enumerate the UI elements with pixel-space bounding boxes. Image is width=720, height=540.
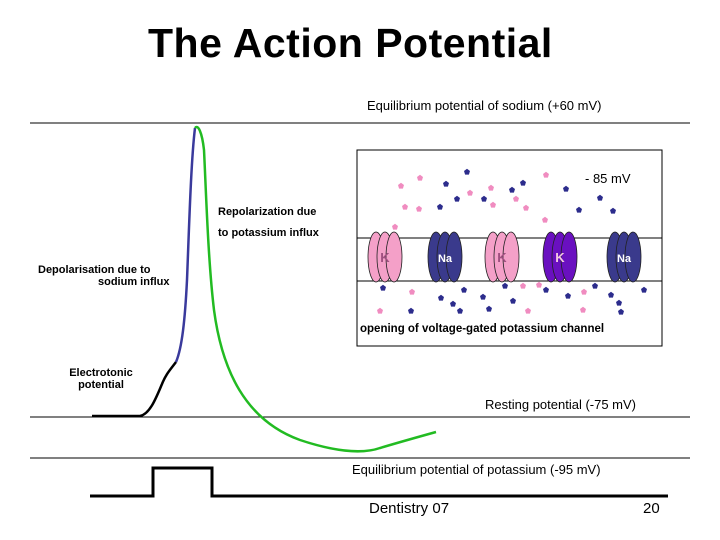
ion-particles [377,168,647,315]
potassium-ion [523,204,529,211]
sodium-ion [480,293,486,300]
potassium-ion [398,182,404,189]
footer-text: Dentistry 07 [369,500,450,517]
potassium-ion [488,184,494,191]
sodium-ion [437,203,443,210]
repolarization-label: Repolarization due to potassium influx [218,206,319,239]
sodium-ion [457,307,463,314]
channel-label: Na [617,253,632,265]
potassium-ion [377,307,383,314]
potassium-equilibrium-label: Equilibrium potential of potassium (-95 … [352,462,601,477]
sodium-ion [610,207,616,214]
channel-label: K [555,250,565,265]
sodium-ion [616,299,622,306]
sodium-ion [486,305,492,312]
sodium-ion [461,286,467,293]
potassium-ion [543,171,549,178]
sodium-ion [597,194,603,201]
sodium-ion [510,297,516,304]
sodium-ion [565,292,571,299]
sodium-ion [509,186,515,193]
sodium-ion [443,180,449,187]
potassium-ion [417,174,423,181]
sodium-ion [618,308,624,315]
potassium-ion [392,223,398,230]
channel-label: Na [438,253,453,265]
channel-3-potassium: K [484,231,520,283]
sodium-ion [608,291,614,298]
potassium-ion [490,201,496,208]
sodium-ion [454,195,460,202]
sodium-ion [502,282,508,289]
electrotonic-trace [92,361,177,418]
electrotonic-label: Electrotonic potential [69,367,133,391]
sodium-equilibrium-label: Equilibrium potential of sodium (+60 mV) [367,98,602,113]
sodium-ion [408,307,414,314]
sodium-ion [450,300,456,307]
stimulus-trace [90,466,668,498]
sodium-ion [481,195,487,202]
sodium-ion [464,168,470,175]
potassium-ion [581,288,587,295]
channel-1-potassium: K [367,231,403,283]
depolarisation-trace [174,127,197,363]
resting-potential-label: Resting potential (-75 mV) [485,397,637,412]
slide-title: The Action Potential [148,20,553,66]
potassium-ion [409,288,415,295]
potassium-ion [536,281,542,288]
sodium-ion [438,294,444,301]
potassium-ion [513,195,519,202]
sodium-ion [543,286,549,293]
channel-5-sodium: Na [606,231,642,283]
ion-channels: K Na K K Na [367,231,642,283]
sodium-ion [576,206,582,213]
page-number: 20 [643,500,660,517]
sodium-ion [520,179,526,186]
potassium-ion [520,282,526,289]
depolarisation-label: Depolarisation due to sodium influx [38,264,170,288]
inset-caption: opening of voltage-gated potassium chann… [360,323,605,335]
sodium-ion [380,284,386,291]
potassium-ion [542,216,548,223]
sodium-ion [563,185,569,192]
potassium-ion [580,306,586,313]
inset-voltage-label: - 85 mV [585,171,631,186]
repolarisation-trace [194,125,437,453]
potassium-ion [467,189,473,196]
sodium-ion [592,282,598,289]
potassium-ion [402,203,408,210]
sodium-ion [641,286,647,293]
channel-label: K [380,250,390,265]
channel-4-potassium-open: K [542,231,578,283]
channel-label: K [497,250,507,265]
potassium-ion [416,205,422,212]
channel-2-sodium: Na [427,231,463,283]
potassium-ion [525,307,531,314]
